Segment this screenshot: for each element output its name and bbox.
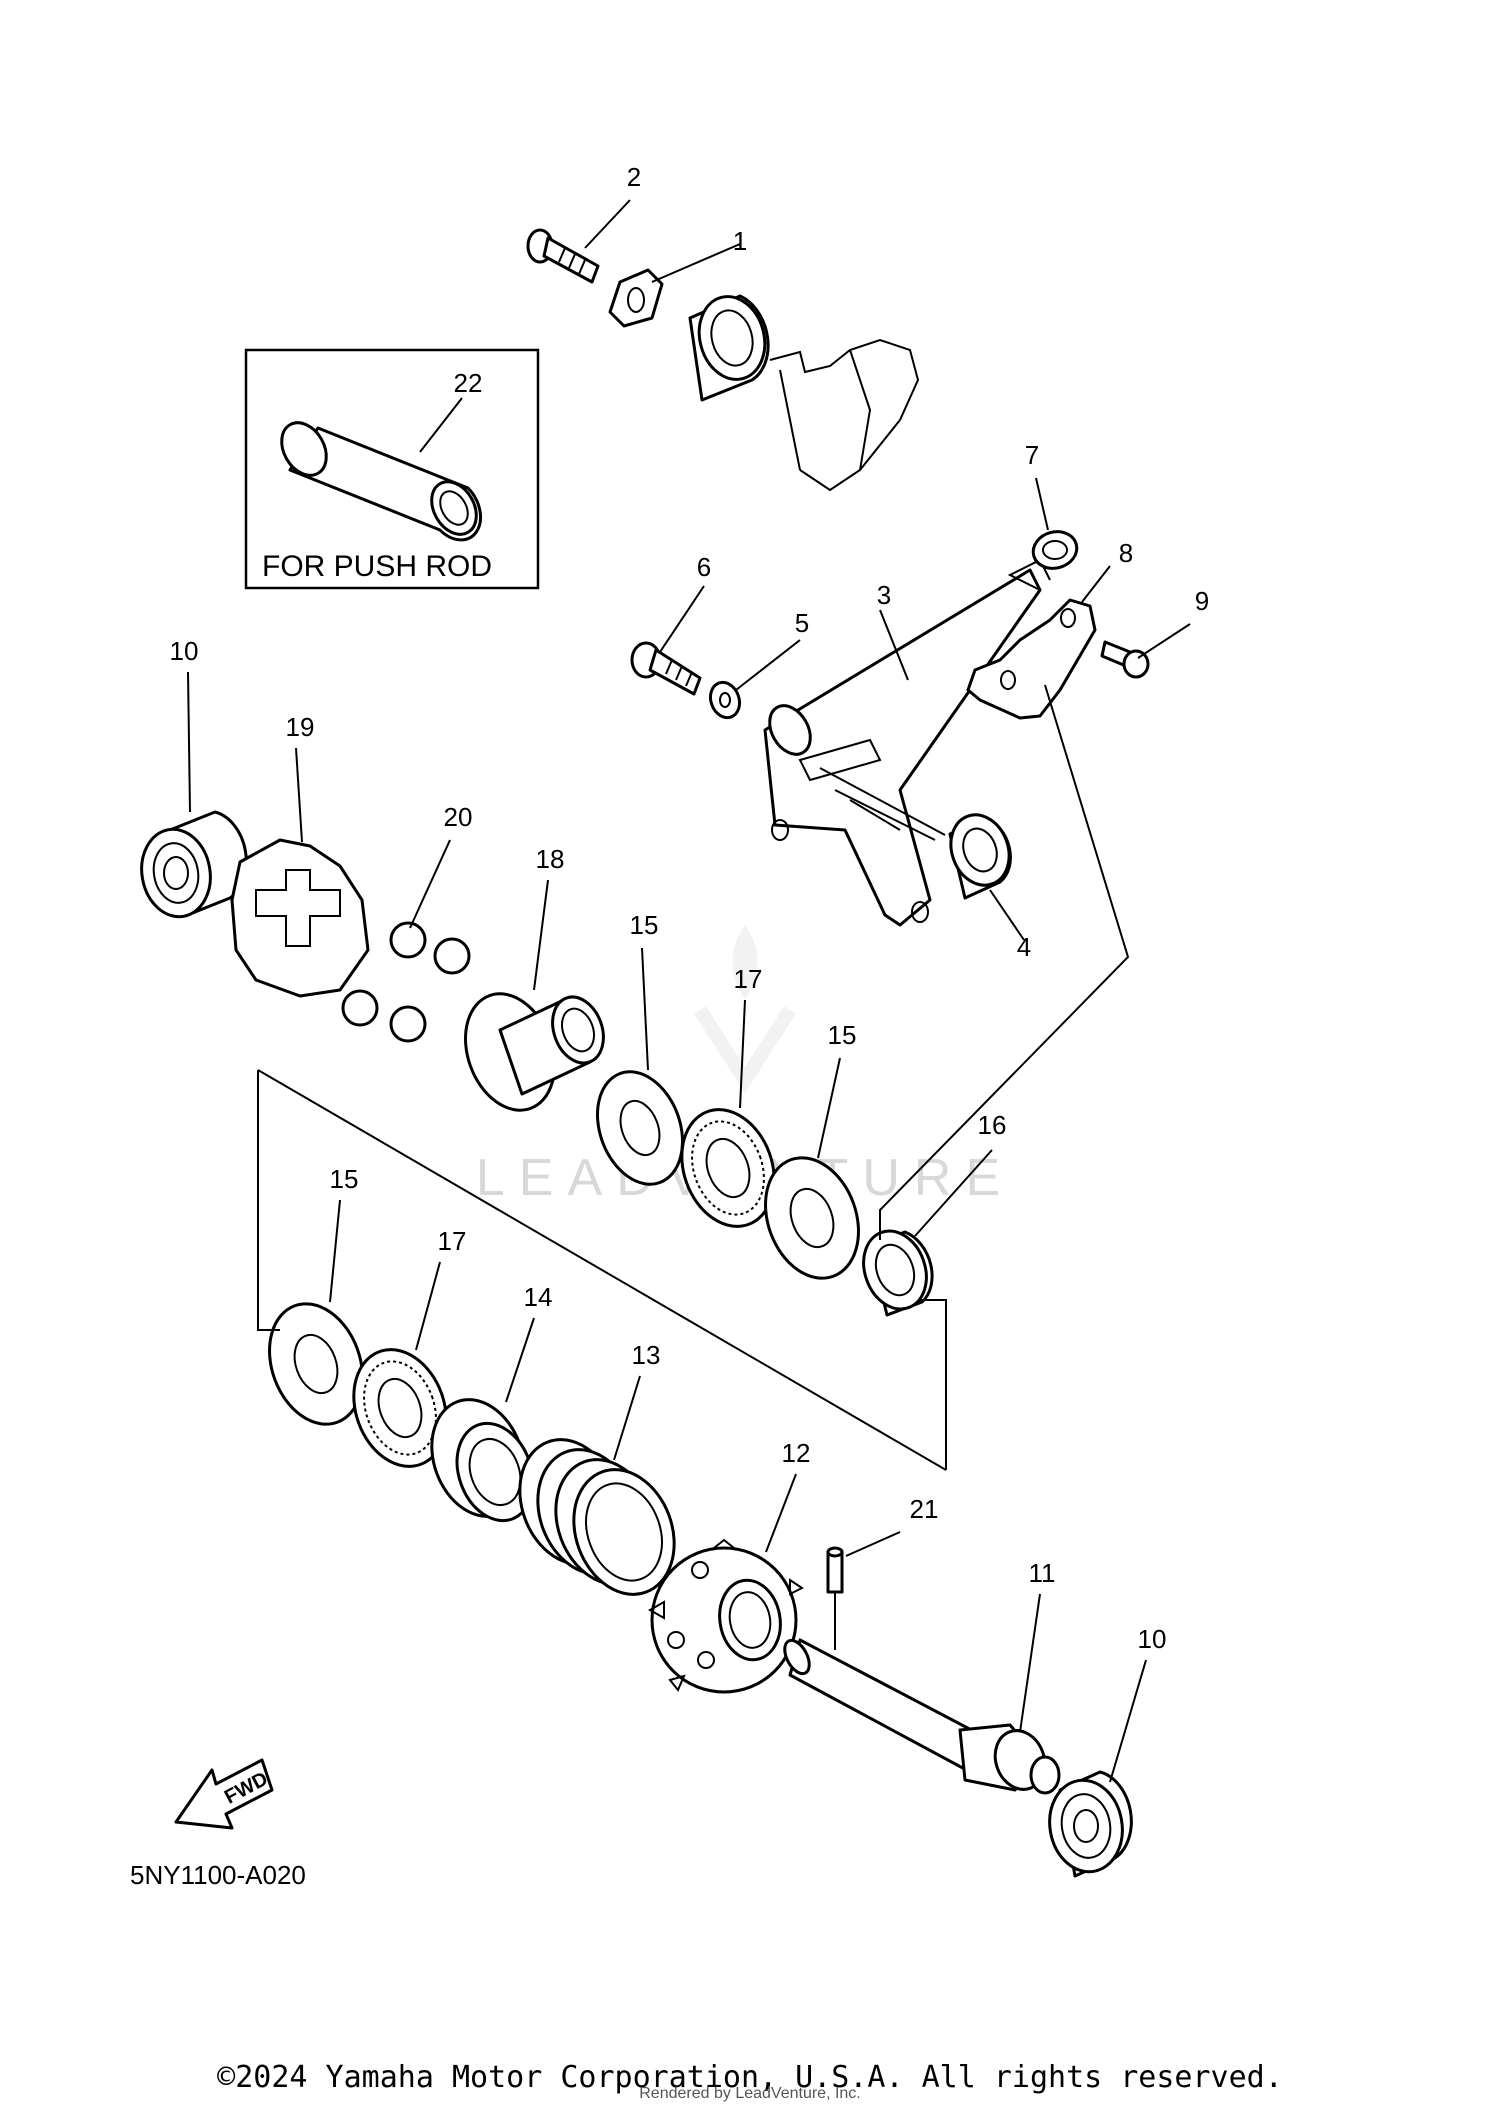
diagram-code: 5NY1100-A020	[130, 1860, 306, 1890]
thrust-bearing-part-17-upper	[680, 1108, 776, 1228]
bolt-part-9	[1100, 640, 1150, 679]
callout-16: 16	[978, 1110, 1007, 1140]
callout-11: 11	[1029, 1558, 1056, 1588]
callout-7: 7	[1025, 440, 1039, 470]
callout-10-upper: 10	[170, 636, 199, 666]
inset-label: FOR PUSH ROD	[262, 550, 492, 583]
washer-part-15-lower	[268, 1302, 364, 1426]
callout-15-upper-a: 15	[630, 910, 659, 940]
washer-part-15-upper-b	[764, 1156, 860, 1280]
callout-14: 14	[524, 1282, 553, 1312]
leader-lines	[187, 199, 1191, 1783]
gear-part-12	[647, 1538, 810, 1694]
callout-5: 5	[795, 608, 809, 638]
callout-6: 6	[697, 552, 711, 582]
collar-part-16	[862, 1229, 934, 1317]
cylinder-part	[769, 338, 920, 492]
callout-17-lower: 17	[438, 1226, 467, 1256]
callout-18: 18	[536, 844, 565, 874]
callout-19: 19	[286, 712, 315, 742]
copyright-notice: ©2024 Yamaha Motor Corporation, U.S.A. A…	[217, 2060, 1283, 2095]
washer-part-5	[708, 680, 742, 720]
bearing-part-10-lower	[1048, 1770, 1133, 1878]
callout-15-upper-b: 15	[828, 1020, 857, 1050]
callout-22: 22	[454, 368, 483, 398]
bolt-part-6	[630, 641, 702, 696]
damper-part-19	[230, 838, 370, 998]
collar-part-7	[1031, 530, 1079, 570]
shaft-part-11	[783, 1638, 1061, 1795]
rendered-by-notice: Rendered by LeadVenture, Inc.	[639, 2085, 861, 2102]
callout-3: 3	[877, 580, 891, 610]
callout-4: 4	[1017, 932, 1031, 962]
collar-part	[688, 294, 770, 402]
assembly-lines	[257, 684, 1130, 1471]
axis-line-4	[819, 767, 946, 836]
bearing-part-10-upper	[140, 810, 248, 919]
washer-part-15-upper-a	[595, 1070, 685, 1186]
inset-frame	[244, 348, 540, 590]
boss-part-18	[464, 992, 605, 1112]
callout-8: 8	[1119, 538, 1133, 568]
push-rod-part	[280, 421, 483, 542]
link-part-8	[966, 598, 1097, 720]
lever-part-3	[763, 558, 1051, 927]
thrust-bearing-part-17-lower	[352, 1348, 448, 1468]
callout-1: 1	[733, 226, 747, 256]
callout-21: 21	[910, 1494, 939, 1524]
callout-12: 12	[782, 1438, 811, 1468]
callout-15-lower: 15	[330, 1164, 359, 1194]
collar-part-4	[948, 813, 1012, 900]
callout-2: 2	[627, 162, 641, 192]
callout-20: 20	[444, 802, 473, 832]
callout-17-upper: 17	[734, 964, 763, 994]
bolt-part-2	[526, 228, 600, 284]
balls-part-20	[341, 921, 471, 1043]
callout-10-lower: 10	[1138, 1624, 1167, 1654]
nut-part-1	[608, 268, 664, 328]
callout-13: 13	[632, 1340, 661, 1370]
spring-part-13	[518, 1438, 676, 1596]
pin-part-21	[826, 1546, 844, 1650]
fwd-arrow-icon	[174, 1758, 274, 1830]
callout-9: 9	[1195, 586, 1209, 616]
watermark-logo	[694, 925, 796, 1093]
